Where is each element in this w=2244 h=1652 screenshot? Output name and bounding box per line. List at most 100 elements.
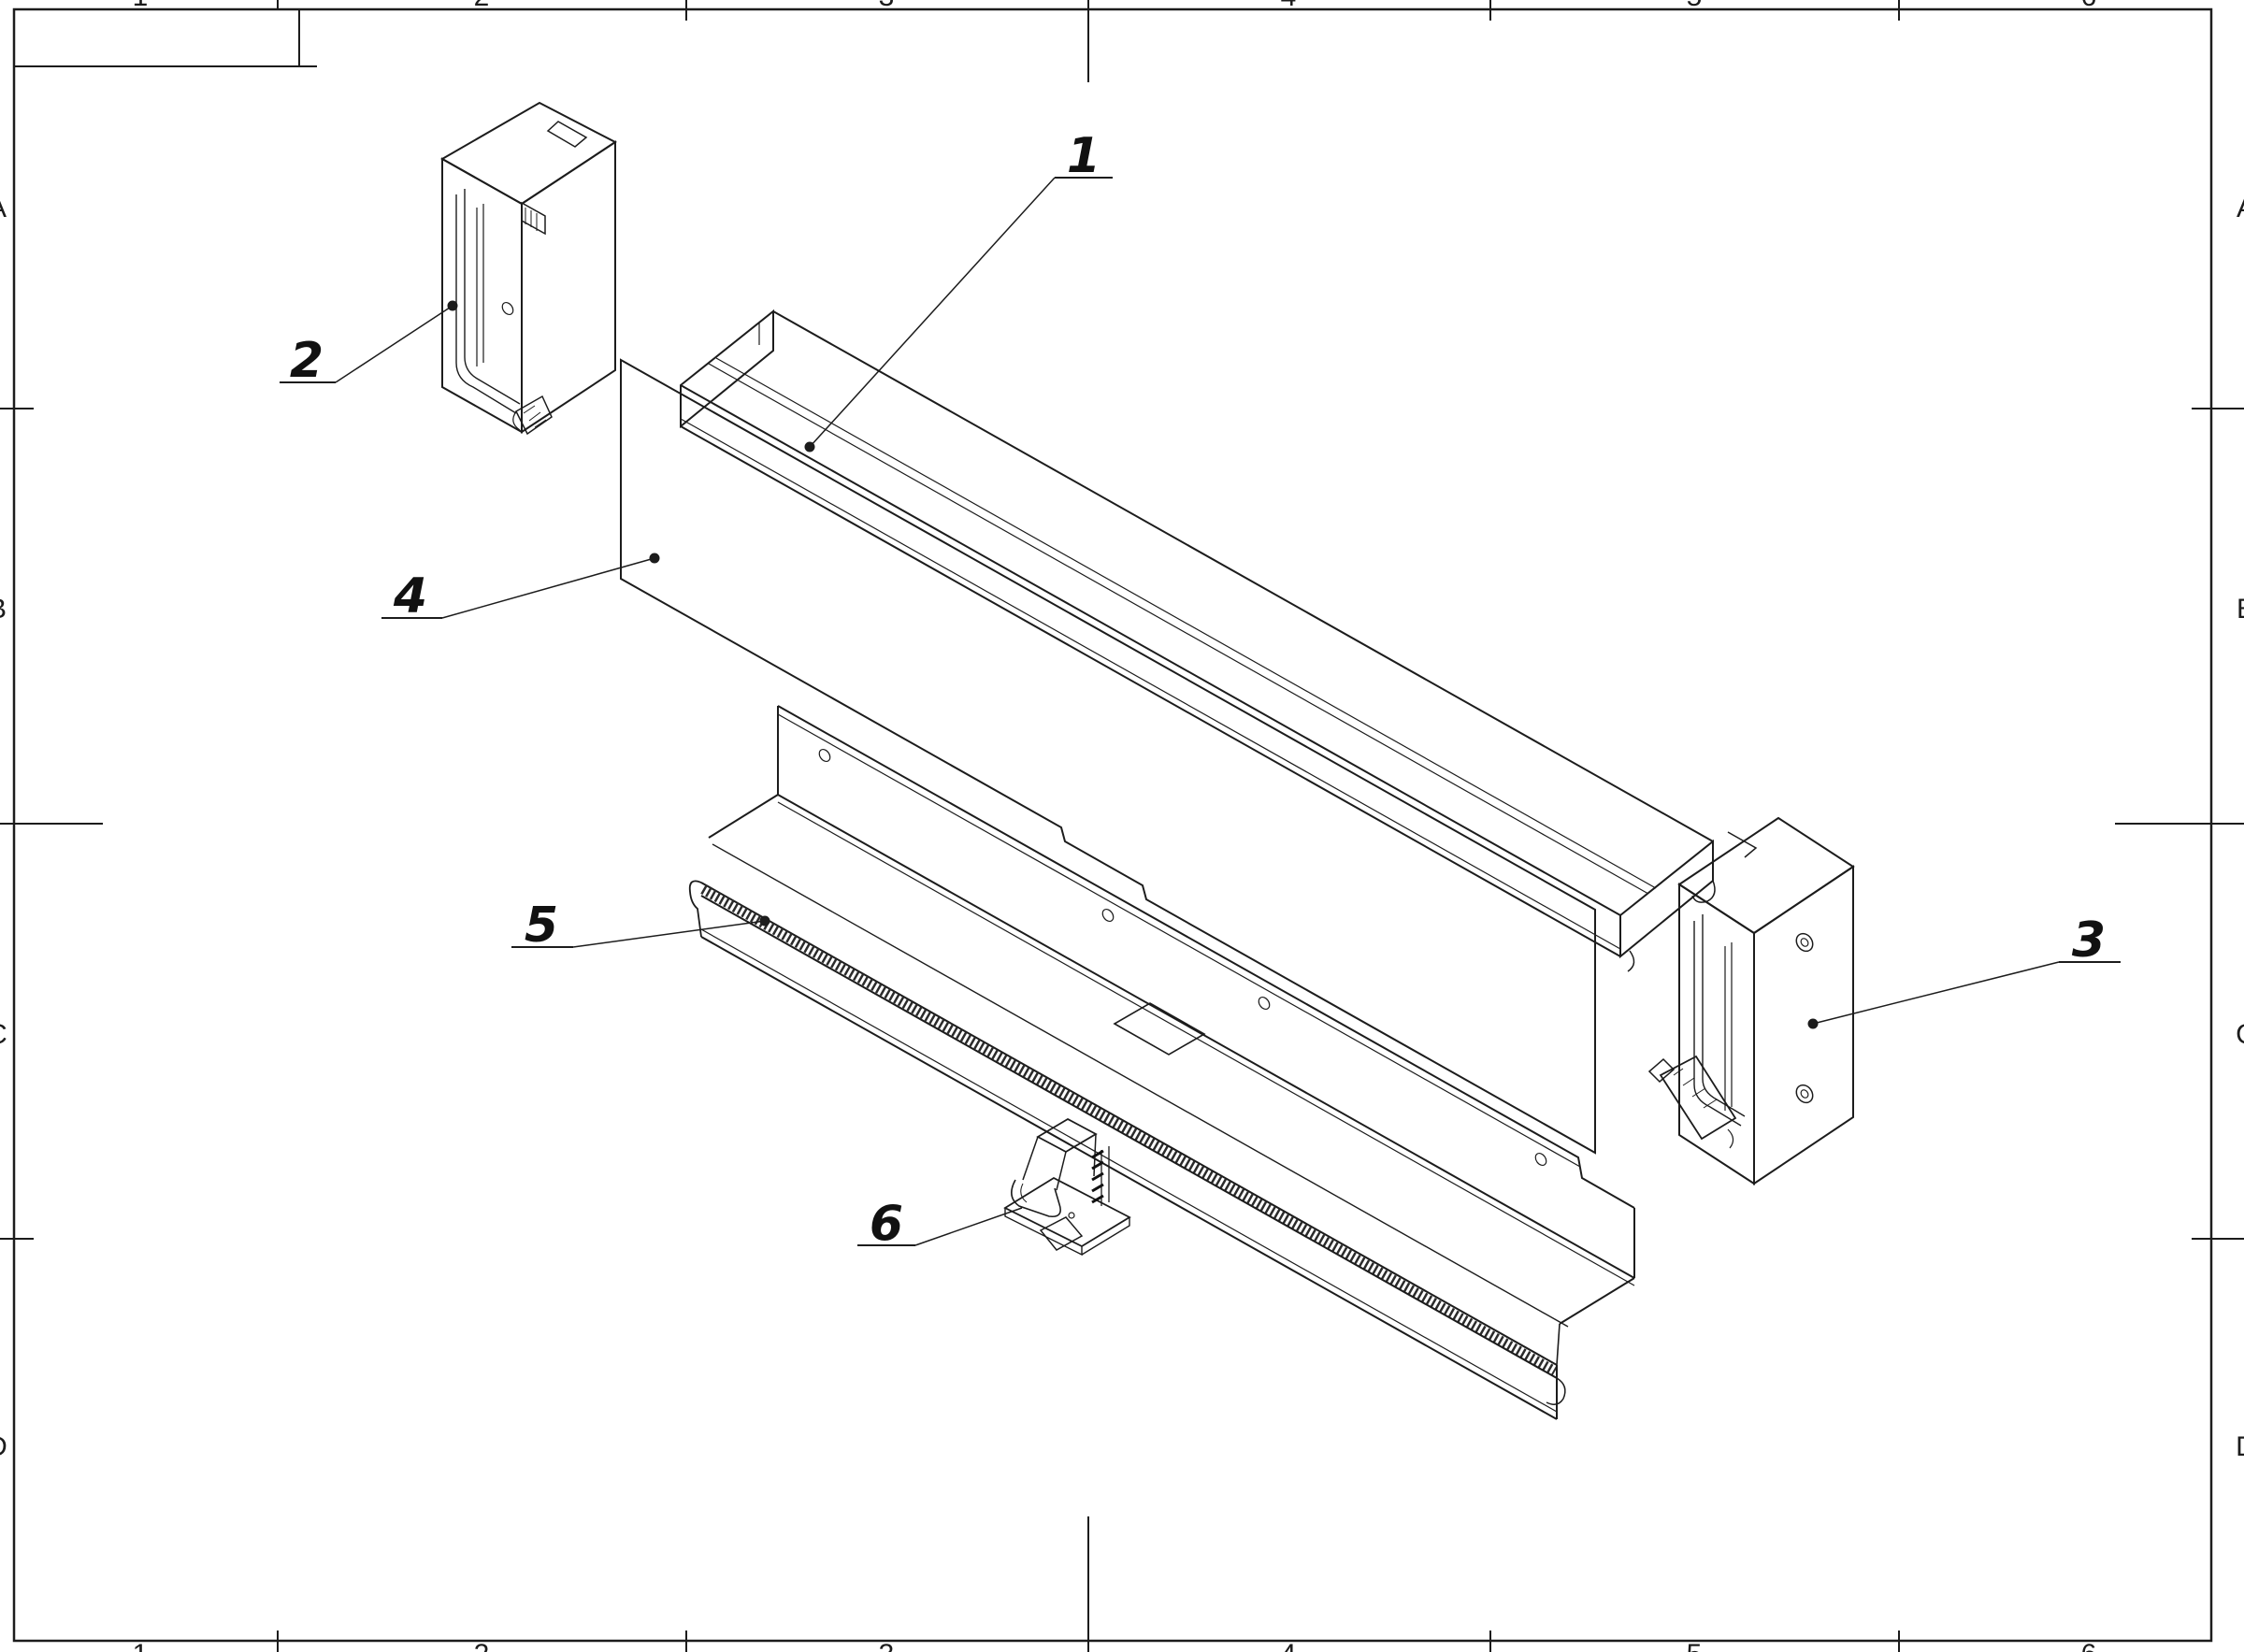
- callout-6-leader: [914, 1207, 1023, 1246]
- part5-rail-right-curl: [1546, 1377, 1566, 1405]
- zone-number-top-2: 2: [474, 0, 490, 12]
- part2-endcap-clip-tab: [521, 201, 546, 236]
- part1-cover-front-hem: [680, 418, 1621, 950]
- zone-number-top-3: 3: [879, 0, 895, 12]
- part3-endcap-foot: [1659, 1055, 1737, 1141]
- part5-tray-wall-bottom-edge: [777, 794, 1635, 1279]
- zone-number-top-4: 4: [1281, 0, 1297, 12]
- callout-1-digit: 1: [1067, 128, 1100, 184]
- part2-endcap-screw-hole: [501, 301, 514, 316]
- part6-clip-shoe: [1011, 1179, 1061, 1218]
- zone-letter-right-b: B: [2237, 594, 2244, 625]
- part5-wall-hole-4: [1534, 1152, 1547, 1167]
- zone-letter-right-a: A: [2237, 193, 2244, 223]
- callout-4-leader: [441, 557, 655, 619]
- part1-cover-top-seam-1: [708, 363, 1649, 895]
- callout-2-leader: [335, 305, 453, 383]
- part2-endcap-foot-hatch: [523, 405, 547, 428]
- part1-cover-front-top-edge: [680, 384, 1621, 916]
- part5-rail-left-endcap: [688, 880, 702, 938]
- part2-endcap-side-face: [521, 140, 616, 434]
- callout-6-digit: 6: [870, 1196, 903, 1252]
- part3-screw-hole-upper-outer: [1795, 932, 1814, 953]
- part5-rail-serration-band: [700, 884, 1558, 1376]
- callout-4-digit: 4: [393, 568, 427, 625]
- zone-letter-left-c: C: [0, 1019, 7, 1050]
- zone-number-top-1: 1: [133, 0, 149, 12]
- part3-endcap-front-face: [1753, 865, 1854, 1185]
- zone-number-bottom-2: 2: [474, 1639, 490, 1652]
- part5-rail-right-join: [1556, 1323, 1561, 1366]
- part1-cover-front-bottom-edge: [680, 425, 1621, 957]
- part2-endcap-top-face: [439, 101, 617, 206]
- part5-tray-floor-left-edge: [708, 794, 779, 839]
- part3-endcap-foot-tip: [1647, 1057, 1676, 1084]
- part1-cover-back-top-edge: [772, 310, 1714, 842]
- zone-letter-right-c: C: [2236, 1019, 2244, 1050]
- drawing-border: [12, 7, 2213, 1643]
- zone-number-bottom-5: 5: [1687, 1639, 1703, 1652]
- part2-endcap-channel-outer: [455, 194, 517, 414]
- title-reference-box: [13, 8, 300, 67]
- part3-endcap-channel-outer: [1693, 921, 1742, 1127]
- zone-number-bottom-6: 6: [2081, 1639, 2097, 1652]
- part6-clip-shoe-inner: [1020, 1183, 1028, 1203]
- zone-letter-left-b: B: [0, 594, 7, 625]
- zone-letter-left-d: D: [0, 1431, 7, 1462]
- callout-4-dot: [649, 553, 660, 564]
- part5-rail-front-bottom: [700, 936, 1558, 1420]
- callout-2-dot: [447, 300, 458, 311]
- part6-clip-wedge: [1039, 1216, 1084, 1251]
- part5-tray-wall-hem: [777, 713, 1581, 1168]
- part5-wall-hole-2: [1101, 908, 1115, 923]
- callout-2-digit: 2: [290, 333, 324, 389]
- part6-connector-teeth: [1091, 1149, 1104, 1204]
- callout-3-dot: [1807, 1018, 1819, 1029]
- part5-tray-wall-top-edge: [777, 705, 1635, 1209]
- callout-5-leader: [572, 920, 766, 948]
- part5-rail-inner-lip: [712, 843, 1569, 1328]
- callout-3-leader: [1812, 961, 2060, 1025]
- part4-panel-outline: [620, 358, 1596, 1155]
- zone-number-bottom-4: 4: [1281, 1639, 1297, 1652]
- part6-clip-base-plate: [1003, 1176, 1131, 1248]
- part1-cover-right-hook: [1627, 950, 1635, 972]
- part1-cover-top-seam-2: [715, 357, 1657, 889]
- part5-floor-right-edge: [1559, 1277, 1635, 1325]
- part5-wall-hole-1: [818, 748, 831, 763]
- part3-endcap-back-face: [1678, 883, 1755, 1185]
- part3-screw-hole-lower-outer: [1795, 1084, 1814, 1104]
- part2-endcap-channel-inner: [464, 189, 521, 405]
- part5-floor-cutout: [1113, 1002, 1206, 1056]
- callout-1-leader: [809, 177, 1056, 448]
- part2-endcap-foot: [515, 395, 553, 436]
- part1-cover-right-end-face: [1619, 839, 1714, 959]
- zone-number-top-6: 6: [2081, 0, 2097, 12]
- part5-rail-front-hem: [700, 928, 1558, 1413]
- part2-endcap-clip-hatch: [525, 208, 538, 231]
- zone-letter-right-d: D: [2236, 1431, 2244, 1462]
- callout-5-dot: [759, 915, 770, 927]
- callout-3-digit: 3: [2072, 912, 2106, 969]
- part1-cover-right-curl: [1691, 880, 1716, 903]
- zone-letter-left-a: A: [0, 193, 7, 223]
- zone-number-bottom-3: 3: [879, 1639, 895, 1652]
- part3-endcap-top-tab: [1727, 831, 1758, 858]
- part3-endcap-top-face: [1677, 816, 1855, 935]
- part3-endcap-foot-hatch: [1673, 1068, 1718, 1109]
- callout-1-dot: [804, 441, 815, 453]
- callout-5-digit: 5: [525, 898, 558, 954]
- part3-screw-hole-lower-inner: [1800, 1089, 1809, 1099]
- part5-tray-floor-bend-line: [777, 801, 1635, 1286]
- part5-rail-serrated-top: [700, 882, 1558, 1366]
- part2-endcap-foot-curl: [512, 410, 521, 431]
- part3-screw-hole-upper-inner: [1800, 938, 1809, 947]
- part1-cover-left-end-face: [680, 309, 774, 429]
- part2-endcap-top-tab: [546, 121, 588, 148]
- part2-endcap-front-face: [441, 157, 523, 434]
- part3-endcap-foot-curl: [1727, 1128, 1734, 1149]
- part6-clip-pin: [1068, 1212, 1075, 1219]
- part5-wall-hole-3: [1258, 996, 1271, 1011]
